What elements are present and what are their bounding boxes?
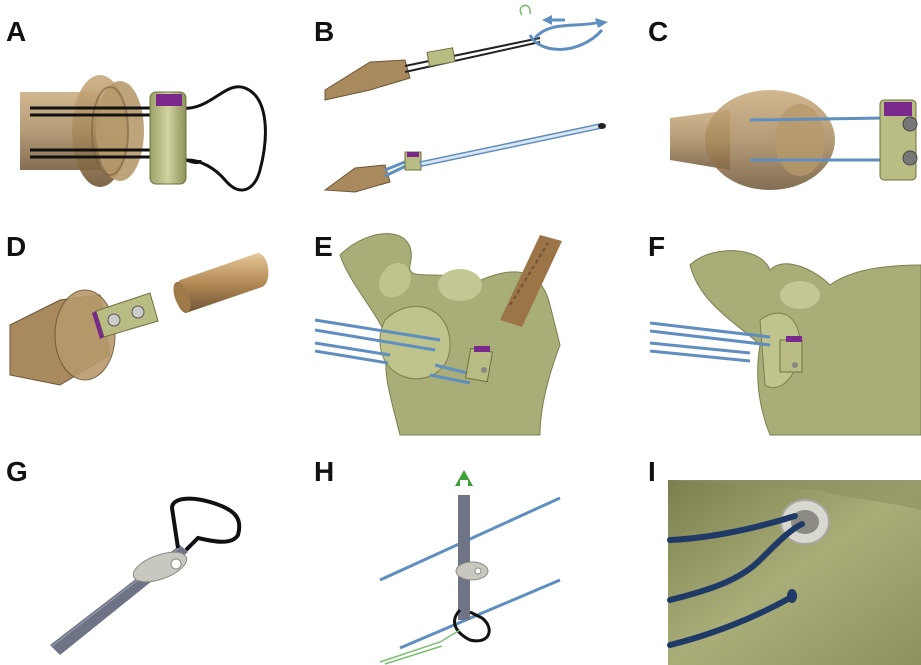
panel-label: H <box>314 458 334 486</box>
sleeve-shape <box>20 75 144 187</box>
sleeve-shape <box>670 90 835 190</box>
implant-button <box>780 336 802 372</box>
bone-tunnel <box>781 500 829 544</box>
panel-h-illustration <box>310 450 630 665</box>
panel-h: H <box>310 450 630 665</box>
scapula-bone <box>690 251 921 435</box>
panel-label: B <box>314 18 334 46</box>
implant-button <box>880 100 917 180</box>
panel-g-illustration <box>0 450 300 665</box>
panel-b-illustration <box>310 0 620 215</box>
panel-i: I <box>640 450 921 665</box>
loading-rod <box>170 253 268 314</box>
panel-label: C <box>648 18 668 46</box>
sleeve-shape <box>10 290 115 385</box>
suture-loop <box>172 499 239 550</box>
suture-end <box>787 589 797 603</box>
panel-label: G <box>6 458 28 486</box>
panel-e-illustration <box>310 225 630 440</box>
panel-a-illustration <box>0 0 300 215</box>
panel-d-illustration <box>0 225 300 440</box>
panel-d: D <box>0 225 300 440</box>
bottom-assembly <box>325 123 606 192</box>
panel-i-illustration <box>640 450 921 665</box>
panel-label: F <box>648 233 665 261</box>
panel-c-illustration <box>640 0 921 215</box>
panel-g: G <box>0 450 300 665</box>
panel-label: E <box>314 233 333 261</box>
panel-label: I <box>648 458 656 486</box>
panel-c: C <box>640 0 921 215</box>
green-suture <box>380 630 460 664</box>
washer <box>456 562 488 580</box>
panel-f: F <box>640 225 921 440</box>
panel-e: E <box>310 225 630 440</box>
panel-b: B <box>310 0 620 215</box>
panel-a: A <box>0 0 300 215</box>
panel-label: A <box>6 18 26 46</box>
top-assembly <box>325 5 608 100</box>
panel-label: D <box>6 233 26 261</box>
implant-button <box>150 92 186 184</box>
panel-f-illustration <box>640 225 921 440</box>
